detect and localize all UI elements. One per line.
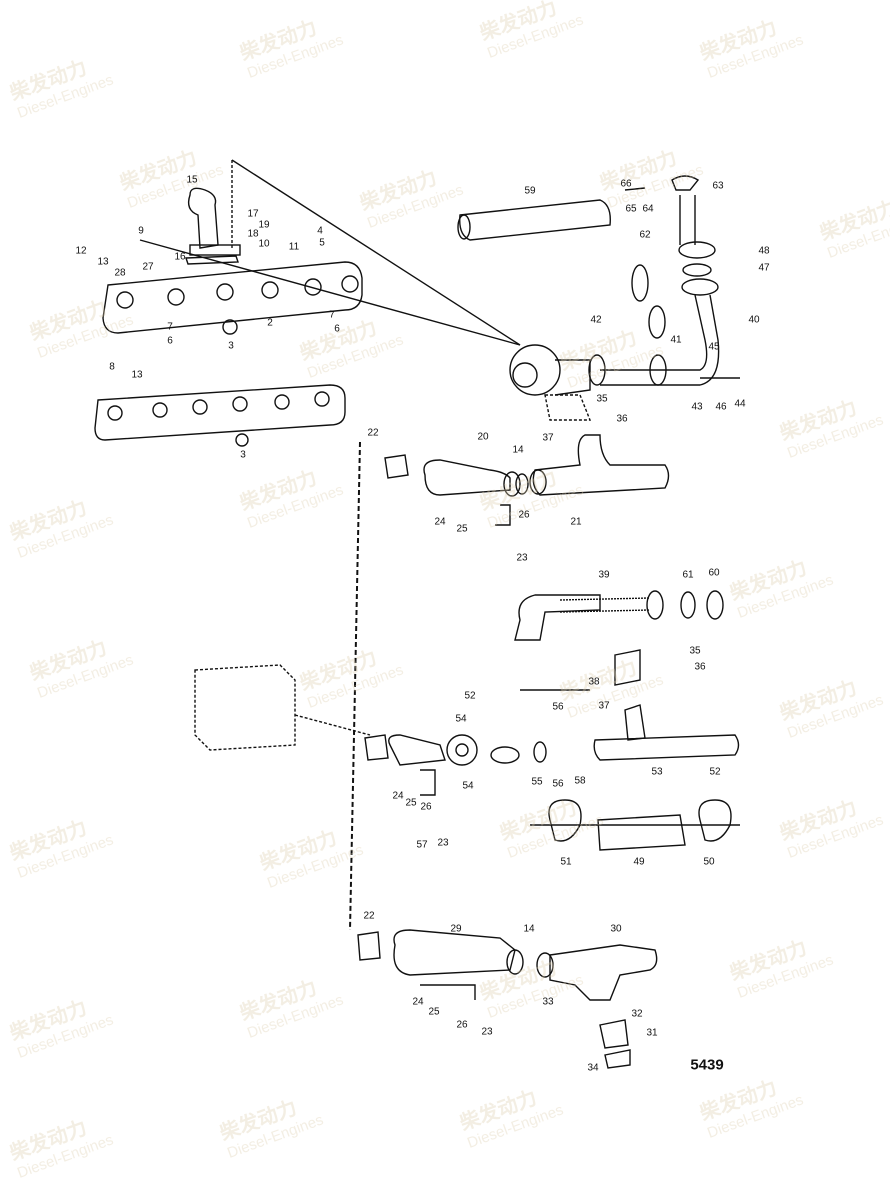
part-callout-label: 25 <box>428 1006 440 1018</box>
part-callout-label: 46 <box>715 401 727 413</box>
part-callout-label: 17 <box>247 208 259 220</box>
part-callout-label: 13 <box>97 256 109 268</box>
part-callout-label: 54 <box>462 780 474 792</box>
manifold-assembly-1 <box>384 434 670 526</box>
part-callout-label: 4 <box>317 225 323 237</box>
part-callout-label: 61 <box>682 569 694 581</box>
part-callout-label: 31 <box>646 1027 658 1039</box>
part-callout-label: 25 <box>405 797 417 809</box>
part-callout-label: 36 <box>694 661 706 673</box>
part-callout-label: 20 <box>477 431 489 443</box>
part-callout-label: 13 <box>131 369 143 381</box>
part-callout-label: 22 <box>363 910 375 922</box>
part-callout-label: 40 <box>748 314 760 326</box>
part-callout-label: 52 <box>709 766 721 778</box>
part-callout-label: 26 <box>456 1019 468 1031</box>
part-callout-label: 64 <box>642 203 654 215</box>
part-callout-label: 56 <box>552 701 564 713</box>
manifold-assembly-2 <box>514 590 740 761</box>
part-callout-label: 33 <box>542 996 554 1008</box>
turbocharger <box>509 344 592 421</box>
part-callout-label: 57 <box>416 839 428 851</box>
part-callout-label: 53 <box>651 766 663 778</box>
part-callout-label: 42 <box>590 314 602 326</box>
part-callout-label: 62 <box>639 229 651 241</box>
manifold-assembly-3 <box>364 734 740 851</box>
manifold-assembly-4 <box>357 929 658 1069</box>
part-callout-label: 51 <box>560 856 572 868</box>
part-callout-label: 15 <box>186 174 198 186</box>
part-callout-label: 12 <box>75 245 87 257</box>
part-callout-label: 59 <box>524 185 536 197</box>
part-callout-label: 14 <box>523 923 535 935</box>
part-callout-label: 65 <box>625 203 637 215</box>
part-callout-label: 19 <box>258 219 270 231</box>
part-callout-label: 10 <box>258 238 270 250</box>
part-callout-label: 38 <box>588 676 600 688</box>
part-callout-label: 3 <box>240 449 246 461</box>
part-callout-label: 6 <box>167 335 173 347</box>
part-callout-label: 16 <box>174 251 186 263</box>
exhaust-manifold-lower <box>94 384 346 447</box>
engine-block <box>194 664 371 751</box>
part-callout-label: 24 <box>392 790 404 802</box>
muffler <box>457 199 611 241</box>
part-callout-label: 5 <box>319 237 325 249</box>
part-callout-label: 6 <box>334 323 340 335</box>
part-callout-label: 43 <box>691 401 703 413</box>
part-callout-label: 7 <box>167 321 173 333</box>
part-callout-label: 23 <box>481 1026 493 1038</box>
part-callout-label: 45 <box>708 341 720 353</box>
part-callout-label: 41 <box>670 334 682 346</box>
part-callout-label: 3 <box>228 340 234 352</box>
figure-number: 5439 <box>690 1056 724 1074</box>
part-callout-label: 35 <box>596 393 608 405</box>
part-callout-label: 39 <box>598 569 610 581</box>
part-callout-label: 50 <box>703 856 715 868</box>
part-callout-label: 60 <box>708 567 720 579</box>
part-callout-label: 14 <box>512 444 524 456</box>
part-callout-label: 37 <box>598 700 610 712</box>
part-callout-label: 22 <box>367 427 379 439</box>
part-callout-label: 7 <box>329 309 335 321</box>
part-callout-label: 24 <box>434 516 446 528</box>
part-callout-label: 47 <box>758 262 770 274</box>
part-callout-label: 26 <box>518 509 530 521</box>
part-callout-label: 24 <box>412 996 424 1008</box>
part-callout-label: 58 <box>574 775 586 787</box>
part-callout-label: 9 <box>138 225 144 237</box>
part-callout-label: 28 <box>114 267 126 279</box>
part-callout-label: 52 <box>464 690 476 702</box>
part-callout-label: 35 <box>689 645 701 657</box>
part-callout-label: 23 <box>437 837 449 849</box>
part-callout-label: 27 <box>142 261 154 273</box>
part-callout-label: 30 <box>610 923 622 935</box>
part-callout-label: 26 <box>420 801 432 813</box>
part-callout-label: 32 <box>631 1008 643 1020</box>
part-callout-label: 2 <box>267 317 273 329</box>
part-callout-label: 25 <box>456 523 468 535</box>
part-callout-label: 21 <box>570 516 582 528</box>
part-callout-label: 11 <box>288 241 300 253</box>
part-callout-label: 54 <box>455 713 467 725</box>
part-callout-label: 44 <box>734 398 746 410</box>
exhaust-pipes <box>588 175 740 386</box>
exhaust-manifold-upper <box>102 187 363 335</box>
part-callout-label: 48 <box>758 245 770 257</box>
part-callout-label: 18 <box>247 228 259 240</box>
part-callout-label: 55 <box>531 776 543 788</box>
part-callout-label: 66 <box>620 178 632 190</box>
part-callout-label: 49 <box>633 856 645 868</box>
part-callout-label: 36 <box>616 413 628 425</box>
part-callout-label: 37 <box>542 432 554 444</box>
part-callout-label: 56 <box>552 778 564 790</box>
part-callout-label: 63 <box>712 180 724 192</box>
part-callout-label: 8 <box>109 361 115 373</box>
part-callout-label: 23 <box>516 552 528 564</box>
part-callout-label: 34 <box>587 1062 599 1074</box>
part-callout-label: 29 <box>450 923 462 935</box>
